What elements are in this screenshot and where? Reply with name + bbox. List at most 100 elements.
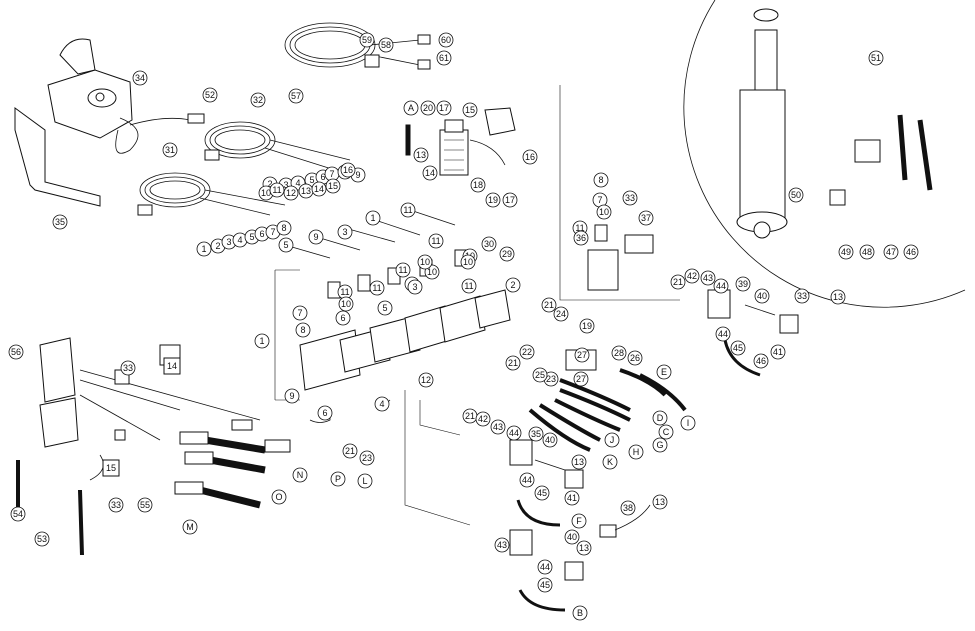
callout-marker — [571, 513, 587, 529]
callout-marker — [377, 300, 393, 316]
callout-9: 9 — [284, 388, 300, 404]
callout-marker — [359, 450, 375, 466]
callout-label: 31 — [165, 145, 175, 155]
callout-label: G — [656, 440, 663, 450]
joystick-assembly — [47, 38, 139, 154]
boxed-label-15: 15 — [102, 459, 120, 477]
callout-marker — [250, 92, 266, 108]
callout-61: 61 — [436, 50, 452, 66]
callout-marker — [359, 32, 375, 48]
callout-marker — [420, 100, 436, 116]
callout-label: 26 — [630, 353, 640, 363]
callout-marker — [574, 347, 590, 363]
callout-label: 19 — [582, 321, 592, 331]
callout-16: 16 — [522, 149, 538, 165]
callout-label: 49 — [841, 247, 851, 257]
callout-marker — [284, 388, 300, 404]
callout-6: 6 — [335, 310, 351, 326]
callout-marker — [830, 289, 846, 305]
callout-L: L — [357, 473, 373, 489]
callout-35: 35 — [528, 426, 544, 442]
callout-marker — [715, 326, 731, 342]
callout-label: F — [576, 516, 582, 526]
callout-10: 10 — [338, 296, 354, 312]
callout-label: 21 — [465, 411, 475, 421]
callout-label: 46 — [756, 356, 766, 366]
callout-marker — [528, 426, 544, 442]
callout-8: 8 — [593, 172, 609, 188]
callout-25: 25 — [532, 367, 548, 383]
callout-label: 35 — [531, 429, 541, 439]
callout-marker — [564, 490, 580, 506]
callout-11: 11 — [369, 280, 385, 296]
callout-41: 41 — [564, 490, 580, 506]
callout-43: 43 — [494, 537, 510, 553]
boxed-label-text: 15 — [106, 463, 116, 473]
callout-label: 10 — [599, 207, 609, 217]
callout-marker — [611, 345, 627, 361]
hoses-left — [16, 419, 291, 556]
callout-label: 17 — [505, 195, 515, 205]
callout-24: 24 — [553, 306, 569, 322]
callout-33: 33 — [120, 360, 136, 376]
callout-45: 45 — [730, 340, 746, 356]
callout-marker — [288, 88, 304, 104]
callout-31: 31 — [162, 142, 178, 158]
callout-54: 54 — [10, 506, 26, 522]
callout-label: 33 — [625, 193, 635, 203]
callout-40: 40 — [754, 288, 770, 304]
callout-5: 5 — [377, 300, 393, 316]
callout-label: 16 — [525, 152, 535, 162]
callout-F: F — [571, 513, 587, 529]
callout-label: 1 — [370, 213, 375, 223]
callout-label: 44 — [509, 428, 519, 438]
callout-17: 17 — [436, 100, 452, 116]
callout-10: 10 — [596, 204, 612, 220]
callout-3: 3 — [337, 224, 353, 240]
callout-19: 19 — [579, 318, 595, 334]
callout-label: 4 — [295, 178, 300, 188]
callout-33: 33 — [794, 288, 810, 304]
callout-label: C — [663, 427, 670, 437]
boxed-label-14: 14 — [163, 357, 181, 375]
valve-bank — [274, 209, 511, 423]
callout-marker — [522, 149, 538, 165]
callout-label: 9 — [355, 170, 360, 180]
callout-marker — [481, 236, 497, 252]
callout-label: 5 — [382, 303, 387, 313]
callout-marker — [278, 237, 294, 253]
callout-label: 8 — [300, 325, 305, 335]
callout-marker — [628, 444, 644, 460]
valve-56 — [39, 337, 261, 448]
callout-51: 51 — [868, 50, 884, 66]
mid-right-blocks — [404, 390, 651, 612]
callout-56: 56 — [8, 344, 24, 360]
callout-label: 5 — [309, 175, 314, 185]
callout-label: 15 — [328, 181, 338, 191]
callout-label: 13 — [574, 457, 584, 467]
callout-11: 11 — [395, 262, 411, 278]
callout-42: 42 — [475, 411, 491, 427]
callout-40: 40 — [564, 529, 580, 545]
callout-14: 14 — [311, 181, 327, 197]
callout-label: 13 — [301, 186, 311, 196]
callout-marker — [52, 214, 68, 230]
callout-label: 45 — [540, 580, 550, 590]
callout-7: 7 — [292, 305, 308, 321]
callout-21: 21 — [541, 297, 557, 313]
callout-marker — [462, 102, 478, 118]
harness-31 — [137, 172, 286, 216]
callout-marker — [460, 254, 476, 270]
callout-marker — [753, 353, 769, 369]
harness-57 — [284, 22, 431, 70]
callout-33: 33 — [622, 190, 638, 206]
callout-M: M — [182, 519, 198, 535]
callout-label: 52 — [205, 90, 215, 100]
callout-label: 55 — [140, 500, 150, 510]
callout-label: 11 — [398, 265, 407, 275]
callout-marker — [652, 437, 668, 453]
callout-marker — [532, 367, 548, 383]
callout-35: 35 — [52, 214, 68, 230]
callout-label: 3 — [342, 227, 347, 237]
callout-10: 10 — [417, 254, 433, 270]
